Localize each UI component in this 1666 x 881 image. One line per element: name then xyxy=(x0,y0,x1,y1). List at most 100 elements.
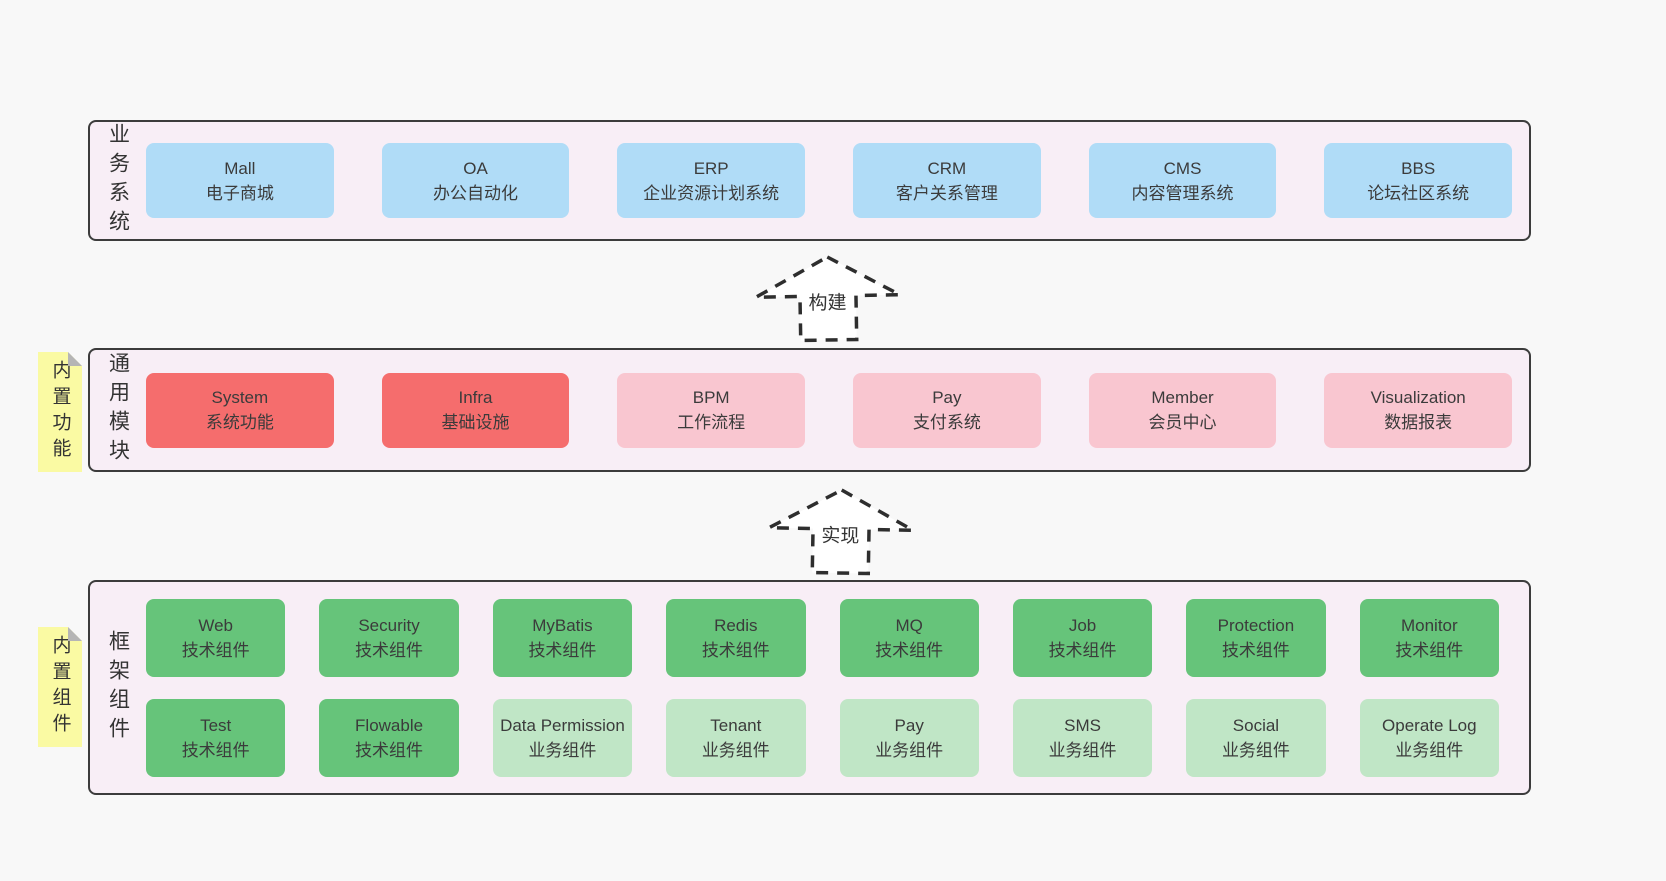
box-subtitle: 技术组件 xyxy=(875,640,944,660)
box-protection: Protection 技术组件 xyxy=(1186,598,1326,677)
box-title: Web xyxy=(198,615,234,635)
note-fold-icon xyxy=(68,627,82,641)
band-label-business-systems: 业务系统 xyxy=(106,122,130,239)
box-mall: Mall 电子商城 xyxy=(146,143,334,218)
note-fold-icon xyxy=(68,352,82,366)
box-subtitle: 会员中心 xyxy=(1148,413,1217,432)
box-subtitle: 电子商城 xyxy=(205,183,274,203)
band-label-common-modules: 通用模块 xyxy=(106,352,130,468)
box-title: OA xyxy=(463,158,488,178)
build-arrow-label: 构建 xyxy=(805,287,850,316)
box-subtitle: 论坛社区系统 xyxy=(1367,183,1470,203)
box-infra: Infra 基础设施 xyxy=(381,372,570,448)
box-bbs: BBS 论坛社区系统 xyxy=(1324,143,1513,218)
box-title: Tenant xyxy=(710,715,762,735)
box-tenant: Tenant 业务组件 xyxy=(666,698,806,777)
box-monitor: Monitor 技术组件 xyxy=(1359,598,1499,677)
box-title: Pay xyxy=(932,388,962,407)
box-subtitle: 业务组件 xyxy=(1221,740,1290,760)
common-modules-panel: 通用模块 System 系统功能 Infra 基础设施 BPM 工作流程 Pay… xyxy=(88,348,1531,472)
implement-arrow-label: 实现 xyxy=(818,520,863,549)
box-subtitle: 支付系统 xyxy=(912,413,981,432)
box-mybatis: MyBatis 技术组件 xyxy=(492,598,633,677)
box-subtitle: 业务组件 xyxy=(1395,740,1464,760)
box-subtitle: 基础设施 xyxy=(441,413,510,432)
box-subtitle: 业务组件 xyxy=(875,740,944,760)
box-title: Data Permission xyxy=(500,715,625,735)
box-subtitle: 技术组件 xyxy=(181,640,250,660)
box-operate-log: Operate Log 业务组件 xyxy=(1359,698,1499,777)
box-subtitle: 数据报表 xyxy=(1384,413,1453,432)
box-title: Mall xyxy=(224,158,256,178)
box-subtitle: 系统功能 xyxy=(205,413,274,432)
box-subtitle: 技术组件 xyxy=(355,640,424,660)
box-title: BBS xyxy=(1401,158,1436,178)
box-security: Security 技术组件 xyxy=(319,598,459,677)
box-subtitle: 客户关系管理 xyxy=(895,183,998,203)
box-pay: Pay 支付系统 xyxy=(853,372,1041,448)
box-title: Protection xyxy=(1217,615,1295,635)
business-systems-panel: 业务系统 Mall 电子商城 OA 办公自动化 ERP 企业资源计划系统 CRM… xyxy=(88,120,1531,241)
box-title: ERP xyxy=(693,158,729,178)
box-title: Test xyxy=(200,715,232,735)
box-subtitle: 业务组件 xyxy=(528,740,597,760)
box-redis: Redis 技术组件 xyxy=(666,598,806,677)
box-bpm: BPM 工作流程 xyxy=(617,372,806,448)
framework-components-grid: Web 技术组件 Security 技术组件 MyBatis 技术组件 Redi… xyxy=(146,582,1529,793)
framework-row-2: Test 技术组件 Flowable 技术组件 Data Permission … xyxy=(146,698,1499,777)
box-social: Social 业务组件 xyxy=(1186,698,1326,777)
box-data-permission: Data Permission 业务组件 xyxy=(492,698,633,777)
box-subtitle: 技术组件 xyxy=(528,640,597,660)
framework-row-1: Web 技术组件 Security 技术组件 MyBatis 技术组件 Redi… xyxy=(146,598,1499,677)
box-system: System 系统功能 xyxy=(146,372,334,448)
box-member: Member 会员中心 xyxy=(1088,372,1277,448)
box-visualization: Visualization 数据报表 xyxy=(1324,372,1513,448)
box-title: Monitor xyxy=(1400,615,1458,635)
box-title: Visualization xyxy=(1370,388,1466,407)
box-flowable: Flowable 技术组件 xyxy=(319,698,459,777)
box-subtitle: 业务组件 xyxy=(701,740,770,760)
implement-arrow: 实现 xyxy=(762,484,919,579)
box-subtitle: 企业资源计划系统 xyxy=(643,183,780,203)
box-title: MyBatis xyxy=(532,615,593,635)
box-subtitle: 技术组件 xyxy=(1221,640,1290,660)
box-subtitle: 技术组件 xyxy=(1395,640,1464,660)
box-test: Test 技术组件 xyxy=(146,698,286,777)
band-label-framework-components: 框架组件 xyxy=(106,629,130,746)
box-web: Web 技术组件 xyxy=(146,598,286,677)
box-subtitle: 技术组件 xyxy=(355,740,424,760)
framework-components-panel: 框架组件 Web 技术组件 Security 技术组件 MyBatis 技术组件… xyxy=(88,580,1531,795)
box-cms: CMS 内容管理系统 xyxy=(1088,143,1277,218)
box-erp: ERP 企业资源计划系统 xyxy=(617,143,806,218)
note-built-in-features: 内置功能 xyxy=(38,352,82,472)
box-title: Infra xyxy=(458,388,493,407)
box-subtitle: 办公自动化 xyxy=(433,183,518,203)
box-title: SMS xyxy=(1064,715,1101,735)
box-title: CRM xyxy=(927,158,967,178)
box-title: CMS xyxy=(1163,158,1202,178)
box-title: Member xyxy=(1151,388,1214,407)
box-subtitle: 技术组件 xyxy=(181,740,250,760)
box-title: System xyxy=(211,388,269,407)
box-pay-component: Pay 业务组件 xyxy=(839,698,979,777)
box-title: Operate Log xyxy=(1382,715,1477,735)
box-title: MQ xyxy=(895,615,923,635)
box-subtitle: 技术组件 xyxy=(701,640,770,660)
box-sms: SMS 业务组件 xyxy=(1012,698,1153,777)
build-arrow: 构建 xyxy=(749,251,906,346)
box-subtitle: 内容管理系统 xyxy=(1131,183,1234,203)
box-title: Redis xyxy=(714,615,758,635)
common-modules-boxes: System 系统功能 Infra 基础设施 BPM 工作流程 Pay 支付系统… xyxy=(146,350,1529,470)
business-systems-boxes: Mall 电子商城 OA 办公自动化 ERP 企业资源计划系统 CRM 客户关系… xyxy=(146,122,1529,239)
box-title: Pay xyxy=(894,715,924,735)
box-title: BPM xyxy=(692,388,730,407)
box-oa: OA 办公自动化 xyxy=(381,143,570,218)
box-job: Job 技术组件 xyxy=(1012,598,1153,677)
box-subtitle: 工作流程 xyxy=(677,413,746,432)
note-built-in-components: 内置组件 xyxy=(38,627,82,747)
box-title: Security xyxy=(358,615,420,635)
box-mq: MQ 技术组件 xyxy=(839,598,979,677)
box-title: Job xyxy=(1068,615,1097,635)
box-title: Social xyxy=(1232,715,1280,735)
